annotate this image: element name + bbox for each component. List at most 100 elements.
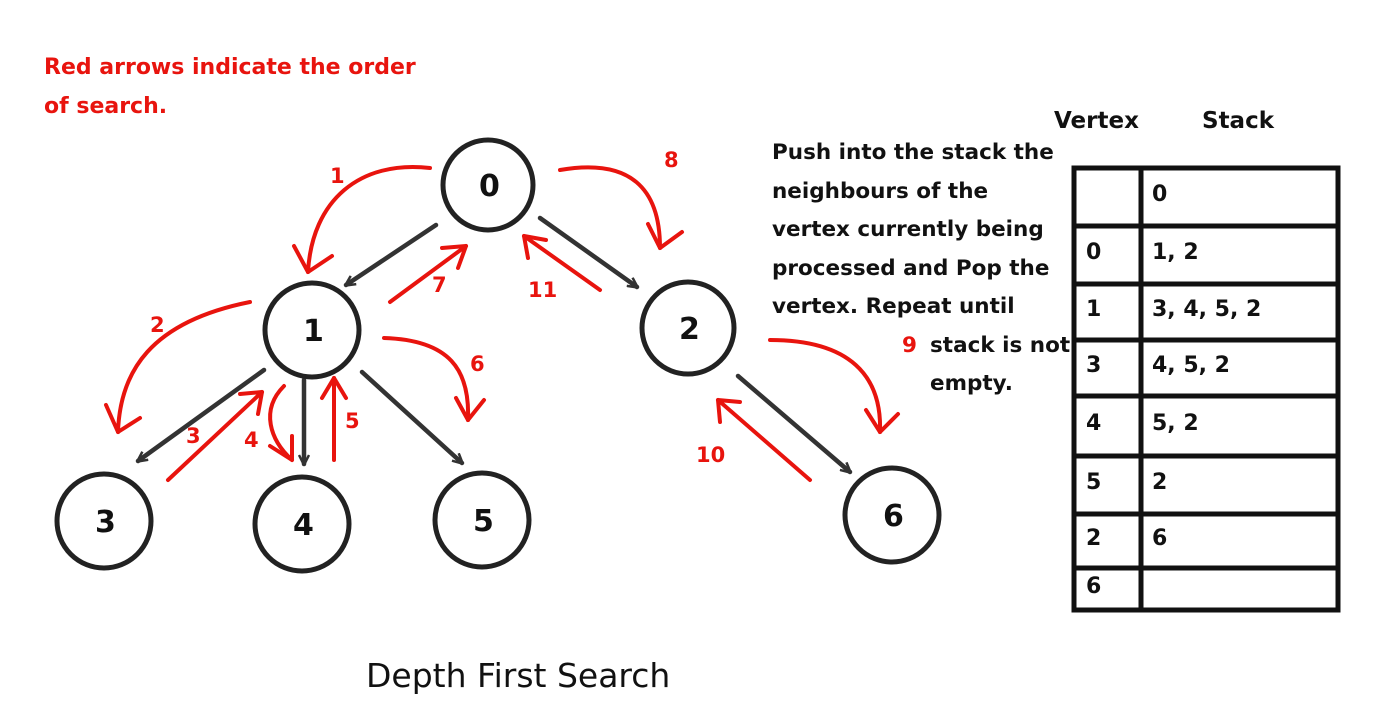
node-circle-6: [842, 465, 942, 565]
search-arrow-1: 1: [292, 164, 432, 274]
table-vertex-cell: 2: [1086, 526, 1102, 551]
search-arrow-shaft-11: [522, 234, 602, 292]
search-arrow-shaft-10: [716, 398, 812, 482]
search-step-label-1: 1: [330, 164, 345, 188]
instructions-line-6-text: stack is not: [930, 332, 1071, 358]
table-vertex-cell: 4: [1086, 411, 1102, 436]
node-circle-4: [252, 474, 352, 574]
node-5: 5: [432, 470, 532, 570]
search-arrow-4: 4: [244, 384, 294, 462]
search-arrow-shaft-3: [166, 390, 264, 482]
search-arrow-6: 6: [382, 336, 486, 422]
search-step-label-2: 2: [150, 313, 165, 337]
search-arrowhead-5: [320, 376, 348, 400]
search-arrow-3: 3: [166, 390, 264, 482]
instructions-line-7-text: empty.: [930, 371, 1013, 396]
node-label-6: 6: [883, 499, 904, 534]
search-arrowhead-6: [454, 396, 486, 422]
table-stack-cell: 4, 5, 2: [1152, 353, 1230, 378]
node-circle-0: [440, 137, 536, 233]
search-arrowhead-7: [440, 244, 468, 270]
graph-nodes: 0 1 2 3 4 5 6: [54, 137, 942, 574]
legend-line-1: Red arrows indicate the order: [44, 55, 416, 80]
stack-table-grid: [1071, 165, 1341, 613]
search-arrow-9: [768, 338, 900, 434]
instructions-line-1: Push into the stack the: [772, 140, 1054, 165]
edge-1-3: [138, 367, 267, 464]
node-label-4: 4: [293, 508, 314, 543]
search-arrowhead-1: [292, 244, 334, 274]
table-border: [1071, 165, 1341, 613]
legend-line-2: of search.: [44, 94, 168, 119]
table-stack-cell: 1, 2: [1152, 240, 1199, 265]
table-stack-cell: 0: [1152, 182, 1168, 207]
search-arrow-11: 11: [522, 234, 602, 302]
search-arrow-shaft-6: [382, 336, 471, 422]
search-step-label-10: 10: [696, 443, 725, 467]
search-arrowhead-11: [522, 234, 548, 260]
page-title: Depth First Search: [366, 656, 671, 695]
table-vertex-cell: 0: [1086, 240, 1102, 265]
node-4: 4: [252, 474, 352, 574]
table-vertex-cell: 5: [1086, 470, 1102, 495]
search-arrow-shaft-1: [306, 165, 432, 274]
node-circle-5: [432, 470, 532, 570]
instructions-line-6: 9 stack is not: [772, 327, 1082, 366]
node-0: 0: [440, 137, 536, 233]
table-stack-cell: 6: [1152, 526, 1168, 551]
search-arrowhead-10: [716, 398, 742, 424]
search-arrow-5: 5: [320, 376, 360, 462]
search-arrow-shaft-8: [558, 165, 662, 250]
search-step-label-6: 6: [470, 352, 485, 376]
edge-0-1: [346, 222, 439, 288]
step-9-label: 9: [902, 332, 917, 358]
node-label-5: 5: [473, 504, 494, 539]
node-label-1: 1: [303, 314, 324, 349]
instructions-line-3: vertex currently being: [772, 217, 1044, 242]
node-6: 6: [842, 465, 942, 565]
search-step-label-4: 4: [244, 428, 259, 452]
edge-0-2: [537, 215, 637, 290]
search-arrow-10: 10: [696, 398, 812, 482]
instructions-line-7: empty.: [772, 365, 1082, 404]
search-step-label-3: 3: [186, 424, 201, 448]
node-3: 3: [54, 471, 154, 571]
graph-edges: [138, 215, 850, 472]
legend-note: Red arrows indicate the order of search.: [44, 48, 464, 126]
instructions-line-5: vertex. Repeat until: [772, 294, 1015, 319]
node-circle-3: [54, 471, 154, 571]
vertex-column-header: Vertex: [1054, 108, 1139, 134]
table-vertex-cell: 1: [1086, 297, 1102, 322]
search-arrow-shaft-7: [388, 244, 468, 304]
stack-column-header: Stack: [1202, 108, 1275, 134]
instructions: Push into the stack the neighbours of th…: [772, 134, 1082, 404]
node-circle-2: [639, 279, 737, 377]
search-arrow-shaft-9: [768, 338, 883, 434]
table-vertex-cell: 6: [1086, 574, 1102, 599]
node-label-2: 2: [679, 312, 700, 347]
table-stack-cell: 2: [1152, 470, 1168, 495]
edge-2-6: [735, 373, 850, 472]
search-arrowhead-3: [238, 390, 264, 416]
search-step-label-7: 7: [432, 273, 447, 297]
search-step-label-8: 8: [664, 148, 679, 172]
search-arrowhead-8: [646, 222, 684, 250]
node-1: 1: [262, 280, 362, 380]
search-arrowhead-2: [104, 403, 142, 434]
table-stack-cell: 5, 2: [1152, 411, 1199, 436]
search-arrow-shaft-2: [116, 300, 252, 434]
search-step-label-11: 11: [528, 278, 557, 302]
search-step-label-5: 5: [345, 409, 360, 433]
search-arrowhead-4: [268, 434, 294, 462]
node-label-0: 0: [479, 169, 500, 204]
search-arrow-8: 8: [558, 148, 684, 250]
table-vertex-cell: 3: [1086, 353, 1102, 378]
search-arrowhead-9: [864, 408, 900, 434]
edge-1-5: [359, 369, 462, 463]
search-arrow-2: 2: [104, 300, 252, 434]
node-label-3: 3: [95, 505, 116, 540]
instructions-line-4: processed and Pop the: [772, 255, 1050, 281]
instructions-line-2: neighbours of the: [772, 178, 989, 204]
